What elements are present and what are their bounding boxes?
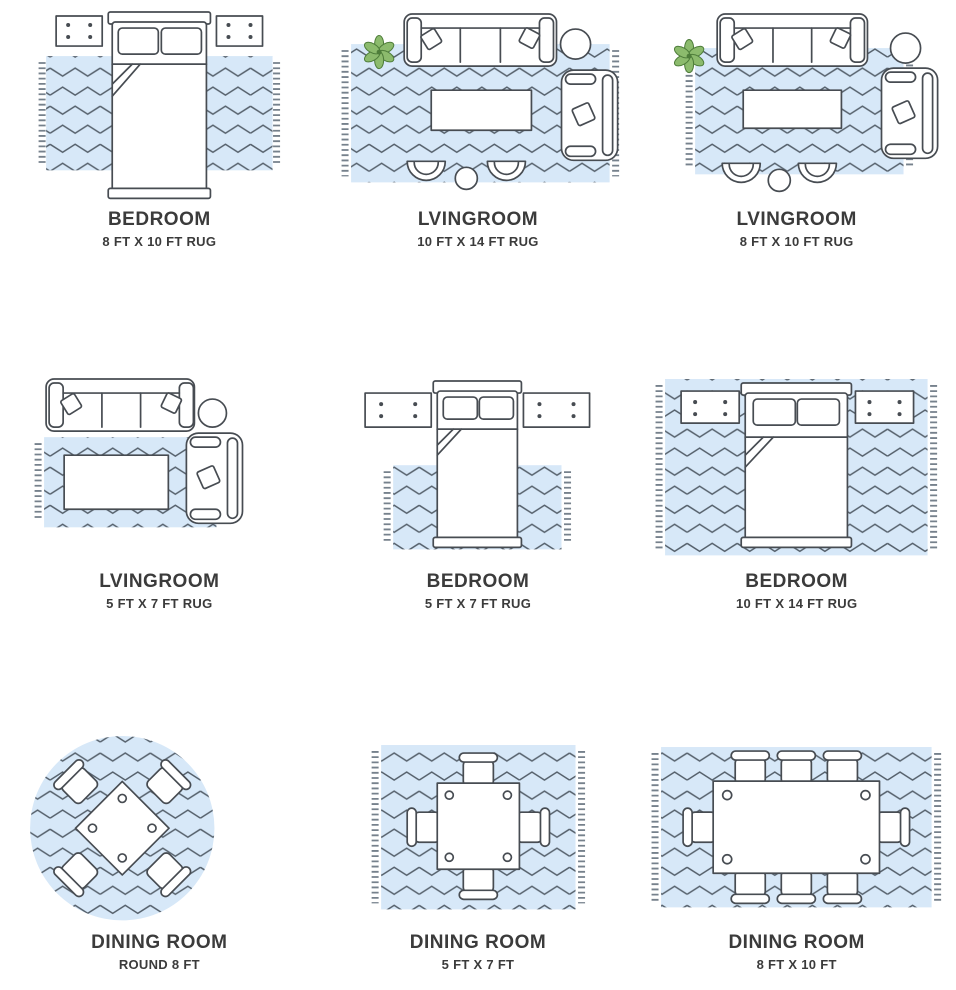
room-label: DINING ROOM [409, 932, 547, 954]
dining-chair [682, 807, 718, 847]
rug-size-label: 10 FT X 14 FT RUG [735, 595, 858, 611]
livingroom-5x7-illustration [34, 378, 244, 528]
armchair [560, 69, 619, 162]
dining-table [712, 780, 881, 874]
side-table [559, 28, 592, 60]
room-label: LVINGROOM [417, 209, 539, 231]
room-label: BEDROOM [107, 209, 211, 231]
dining-chair [458, 752, 498, 787]
coffee-table [63, 454, 170, 511]
livingroom-8x10-illustration [674, 13, 939, 193]
guide-cell-dining-round-8ft: DINING ROOM ROUND 8 FT [0, 731, 319, 972]
nightstand-left [363, 392, 432, 429]
room-label: BEDROOM [745, 570, 849, 592]
guide-cell-bedroom-10x14: BEDROOM 10 FT X 14 FT RUG [637, 369, 956, 611]
end-table [767, 168, 792, 193]
rug-size-label: ROUND 8 FT [118, 957, 200, 973]
room-label: LVINGROOM [736, 209, 857, 231]
dining-chair [875, 807, 911, 847]
coffee-table [430, 89, 532, 132]
guide-cell-bedroom-5x7: BEDROOM 5 FT X 7 FT RUG [319, 369, 638, 611]
guide-cell-livingroom-10x14: LVINGROOM 10 FT X 14 FT RUG [319, 8, 638, 249]
guide-cell-dining-8x10: DINING ROOM 8 FT X 10 FT [637, 731, 956, 972]
bedroom-8x10-illustration [38, 11, 281, 200]
dining-8x10-illustration [651, 746, 942, 908]
rug-size-label: 5 FT X 7 FT [441, 957, 515, 973]
dining-chair [730, 869, 771, 905]
barrel-chair-right [797, 162, 838, 184]
dining-chair [776, 750, 817, 785]
room-label: DINING ROOM [728, 932, 865, 954]
nightstand-right [522, 392, 591, 429]
dining-chair [515, 807, 550, 847]
rug-size-label: 5 FT X 7 FT RUG [424, 595, 532, 611]
dining-chair [822, 869, 863, 905]
rug-size-label: 8 FT X 10 FT [756, 957, 837, 973]
dining-chair [458, 865, 498, 901]
room-label: BEDROOM [426, 570, 530, 592]
dining-table [436, 782, 520, 870]
dining-chair [53, 851, 99, 898]
coffee-table [742, 89, 843, 130]
side-table [889, 32, 922, 64]
nightstand-right [215, 15, 264, 47]
bed [432, 380, 522, 549]
plant-icon [674, 39, 705, 74]
barrel-chair-left [405, 160, 446, 182]
dining-chair [822, 750, 863, 785]
dining-chair [53, 758, 99, 805]
dining-chair [405, 807, 441, 847]
barrel-chair-right [486, 160, 526, 182]
rug-size-label: 8 FT X 10 FT RUG [102, 234, 217, 250]
barrel-chair-left [721, 162, 762, 184]
sofa [716, 13, 869, 67]
dining-chair [146, 758, 192, 805]
end-table [454, 166, 478, 191]
dining-chair [146, 851, 192, 898]
livingroom-10x14-illustration [341, 13, 619, 191]
nightstand-left [55, 15, 104, 47]
nightstand-left [680, 390, 741, 425]
guide-cell-bedroom-8x10: BEDROOM 8 FT X 10 FT RUG [0, 8, 319, 249]
rug [341, 44, 619, 183]
rug-size-label: 8 FT X 10 FT RUG [739, 234, 854, 250]
bed [740, 382, 853, 549]
armchair [185, 432, 244, 525]
dining-5x7-illustration [371, 744, 585, 910]
sofa [402, 13, 558, 67]
rug-size-label: 5 FT X 7 FT RUG [106, 595, 213, 611]
bedroom-5x7-illustration [363, 380, 591, 550]
dining-chair [776, 869, 817, 905]
armchair [880, 67, 939, 160]
rug-size-label: 10 FT X 14 FT RUG [417, 234, 539, 250]
guide-cell-livingroom-8x10: LVINGROOM 8 FT X 10 FT RUG [637, 8, 956, 249]
dining-chair [730, 750, 771, 785]
guide-cell-livingroom-5x7: LVINGROOM 5 FT X 7 FT RUG [0, 369, 319, 611]
bed [107, 11, 212, 200]
dining-table [74, 780, 170, 876]
side-table [197, 398, 228, 429]
sofa [45, 378, 196, 433]
nightstand-right [854, 390, 915, 425]
room-label: DINING ROOM [91, 932, 228, 954]
dining-round-8ft-illustration [30, 735, 215, 921]
room-label: LVINGROOM [99, 570, 220, 592]
guide-cell-dining-5x7: DINING ROOM 5 FT X 7 FT [319, 731, 638, 972]
plant-icon [363, 35, 394, 70]
bedroom-10x14-illustration [655, 379, 938, 556]
